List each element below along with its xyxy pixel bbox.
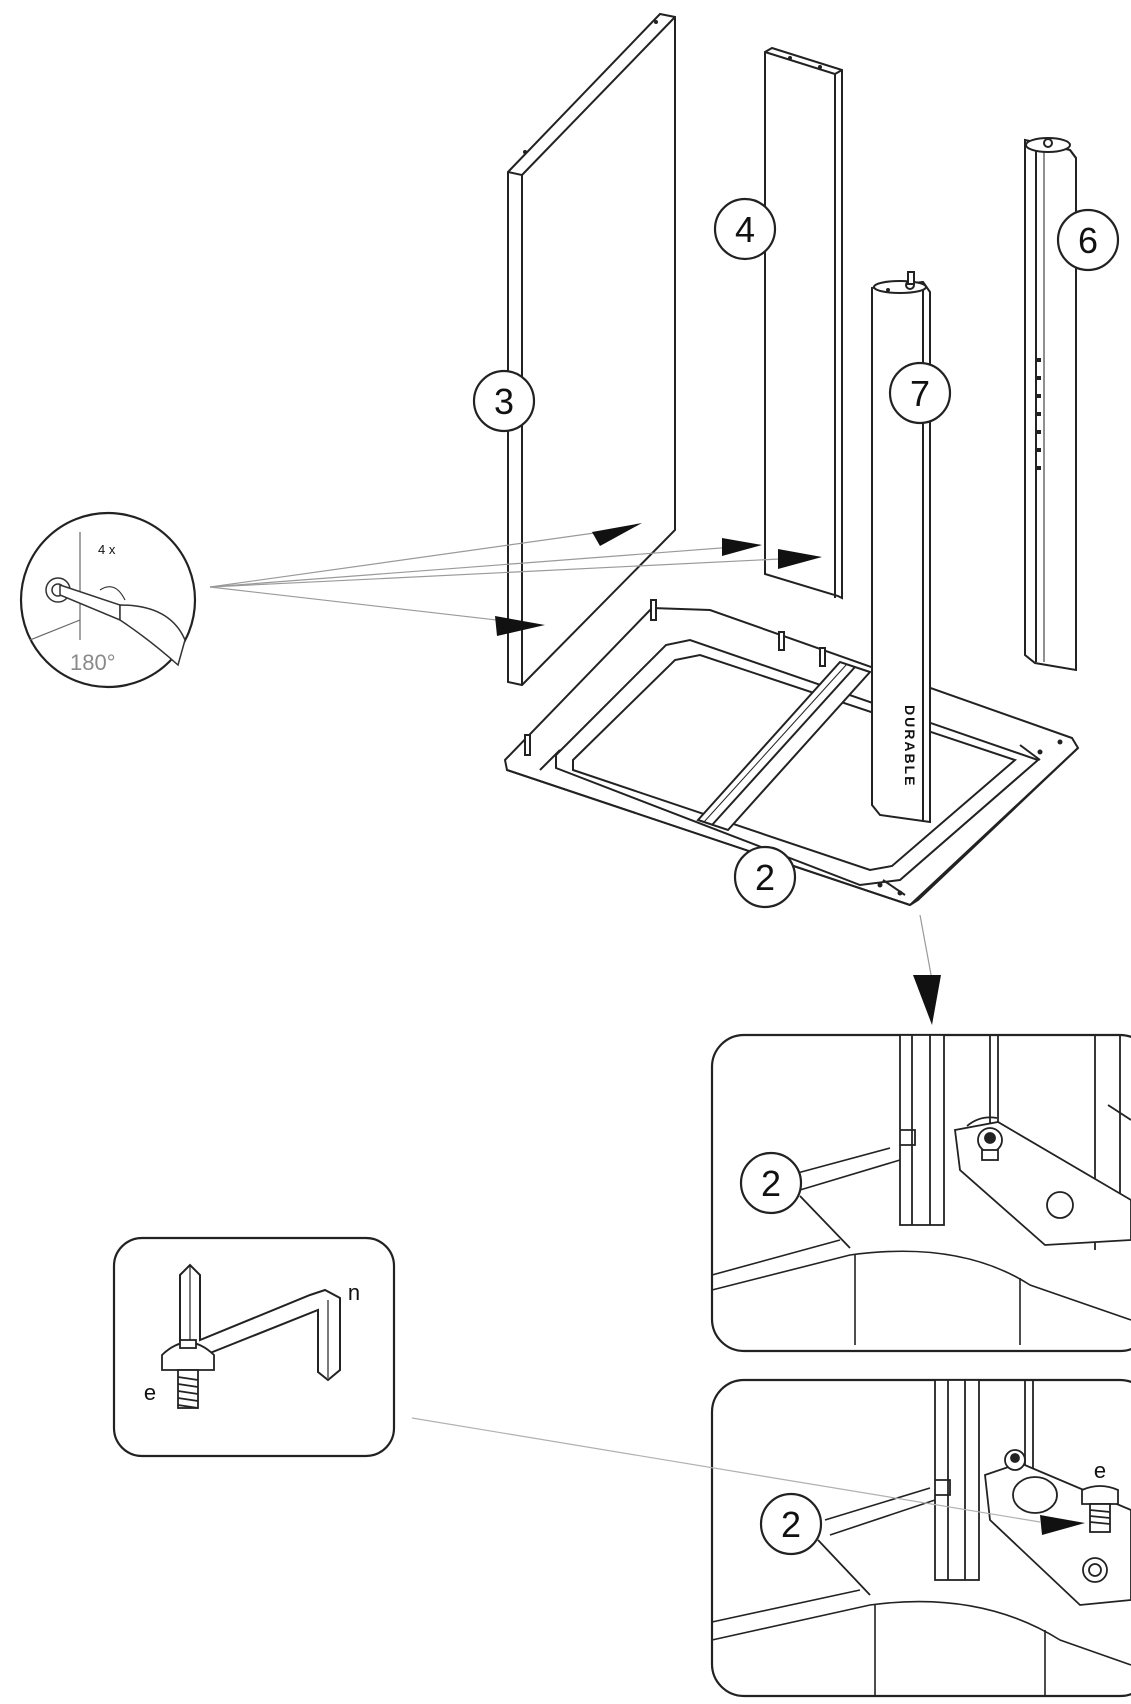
- rail-6: [1024, 137, 1077, 672]
- label-circle-3: [472, 369, 536, 433]
- screw-angle: 180°: [70, 650, 116, 675]
- panel-4: [764, 46, 843, 600]
- frame-corner-blocks: [877, 739, 1063, 896]
- detail-view-1: [710, 1033, 1131, 1353]
- tool-box: [112, 1236, 396, 1458]
- detail-view-2: [710, 1378, 1131, 1698]
- tool-screw-label: e: [144, 1380, 156, 1405]
- label-circle-2: [733, 845, 797, 909]
- screw-pointer-lines: [209, 527, 821, 626]
- frame-dowels: [524, 599, 826, 756]
- rail-6-holes: [1036, 358, 1041, 470]
- part-label-2: 2: [755, 857, 775, 898]
- screw-arrowheads: [495, 523, 822, 636]
- detail-view-2-label: 2: [781, 1504, 801, 1545]
- part-label-6: 6: [1078, 220, 1098, 261]
- part-label-7: 7: [910, 373, 930, 414]
- panel-3: [507, 12, 676, 687]
- part-label-3: 3: [494, 381, 514, 422]
- base-crossbar: [696, 660, 872, 832]
- tool-wrench-label: n: [348, 1280, 360, 1305]
- post-branding: DURABLE: [902, 705, 918, 787]
- screw-e-icon: [161, 1339, 215, 1409]
- detail-view-2-screw-label: e: [1094, 1458, 1106, 1483]
- down-pointer: [913, 914, 941, 1025]
- label-circle-6: [1056, 208, 1120, 272]
- part-label-4: 4: [735, 209, 755, 250]
- screw-count: 4 x: [98, 542, 116, 557]
- detail-view-1-label: 2: [761, 1163, 781, 1204]
- screw-detail-circle: [19, 511, 197, 689]
- label-circle-4: [713, 197, 777, 261]
- tool-pointer-line: [411, 1417, 1041, 1523]
- post-7: [871, 271, 931, 824]
- label-circle-7: [888, 361, 952, 425]
